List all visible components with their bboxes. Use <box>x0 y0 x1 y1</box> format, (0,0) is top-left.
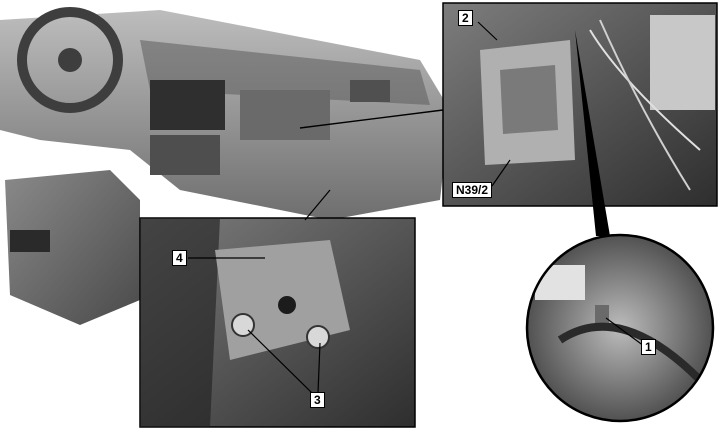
leader-line-glovebox <box>299 109 444 129</box>
blower-housing <box>650 15 715 110</box>
head-unit <box>150 80 225 130</box>
inset-sensor-detail <box>525 233 715 423</box>
callout-4-label: 4 <box>172 250 187 266</box>
callout-1-label: 1 <box>641 339 656 355</box>
rear-vent <box>10 230 50 252</box>
inset-mount-detail <box>139 189 416 428</box>
inset-module-detail <box>442 2 718 207</box>
module-n39-2-label: N39/2 <box>452 182 493 198</box>
sensor-stud <box>595 305 609 327</box>
glovebox-opening <box>240 90 330 140</box>
callout-2-label: 2 <box>458 10 473 26</box>
screw-right <box>306 325 330 349</box>
magnifier-funnel <box>575 30 610 236</box>
rear-console-illustration <box>5 170 140 325</box>
callout-3-label: 3 <box>310 392 325 408</box>
steering-wheel <box>17 7 123 113</box>
dashboard-illustration <box>0 7 450 220</box>
sensor-housing <box>535 265 585 300</box>
